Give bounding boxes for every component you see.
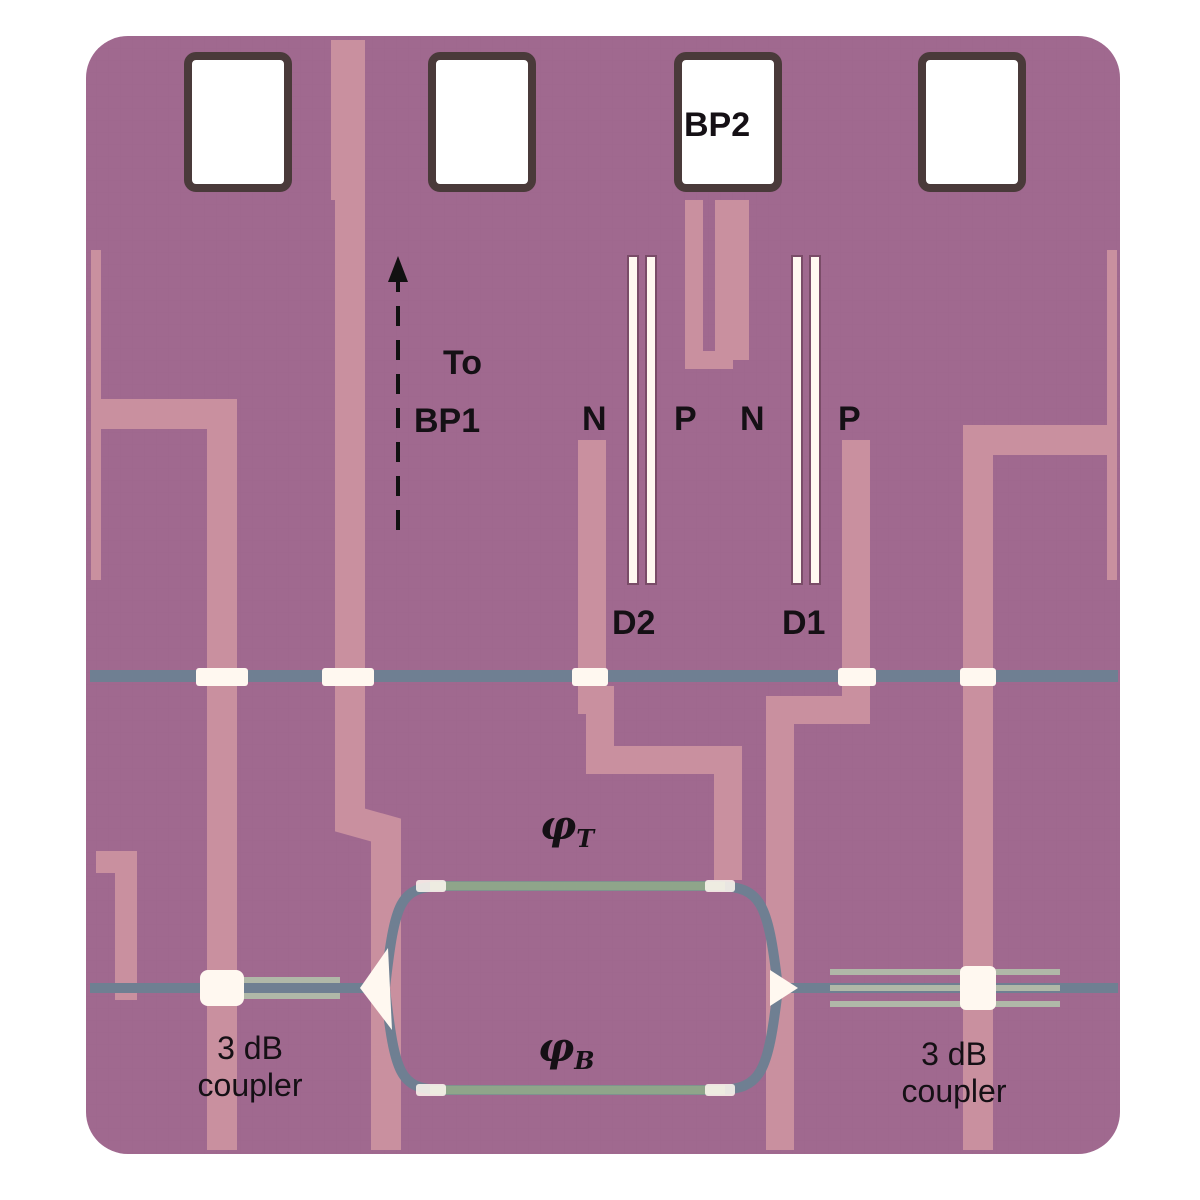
bond-pad-4: [918, 52, 1026, 192]
n-label-d2: N: [582, 400, 607, 438]
metal-traces: [91, 40, 1117, 1150]
photodetector-d1: [791, 255, 821, 585]
heaters: [430, 881, 725, 1095]
bond-pad-bp2: [674, 52, 782, 192]
bond-pads: [184, 52, 1026, 192]
d2-label: D2: [612, 604, 656, 642]
bond-pad-2: [428, 52, 536, 192]
right-coupler-label: 3 dB coupler: [901, 1036, 1007, 1109]
photodetector-d2: [627, 255, 657, 585]
bp2-label: BP2: [684, 106, 751, 144]
left-coupler-label: 3 dB coupler: [197, 1030, 303, 1103]
phi-bottom-label: φB: [538, 1024, 595, 1075]
p-label-d1: P: [838, 400, 861, 438]
contacts: [196, 668, 996, 1096]
to-label: To: [443, 344, 483, 382]
bond-pad-1: [184, 52, 292, 192]
d1-label: D1: [782, 604, 826, 642]
bp1-label: BP1: [414, 402, 481, 440]
p-label-d2: P: [674, 400, 697, 438]
phi-top-label: φT: [540, 802, 595, 853]
n-label-d1: N: [740, 400, 765, 438]
to-bp1-arrow: [388, 256, 408, 530]
